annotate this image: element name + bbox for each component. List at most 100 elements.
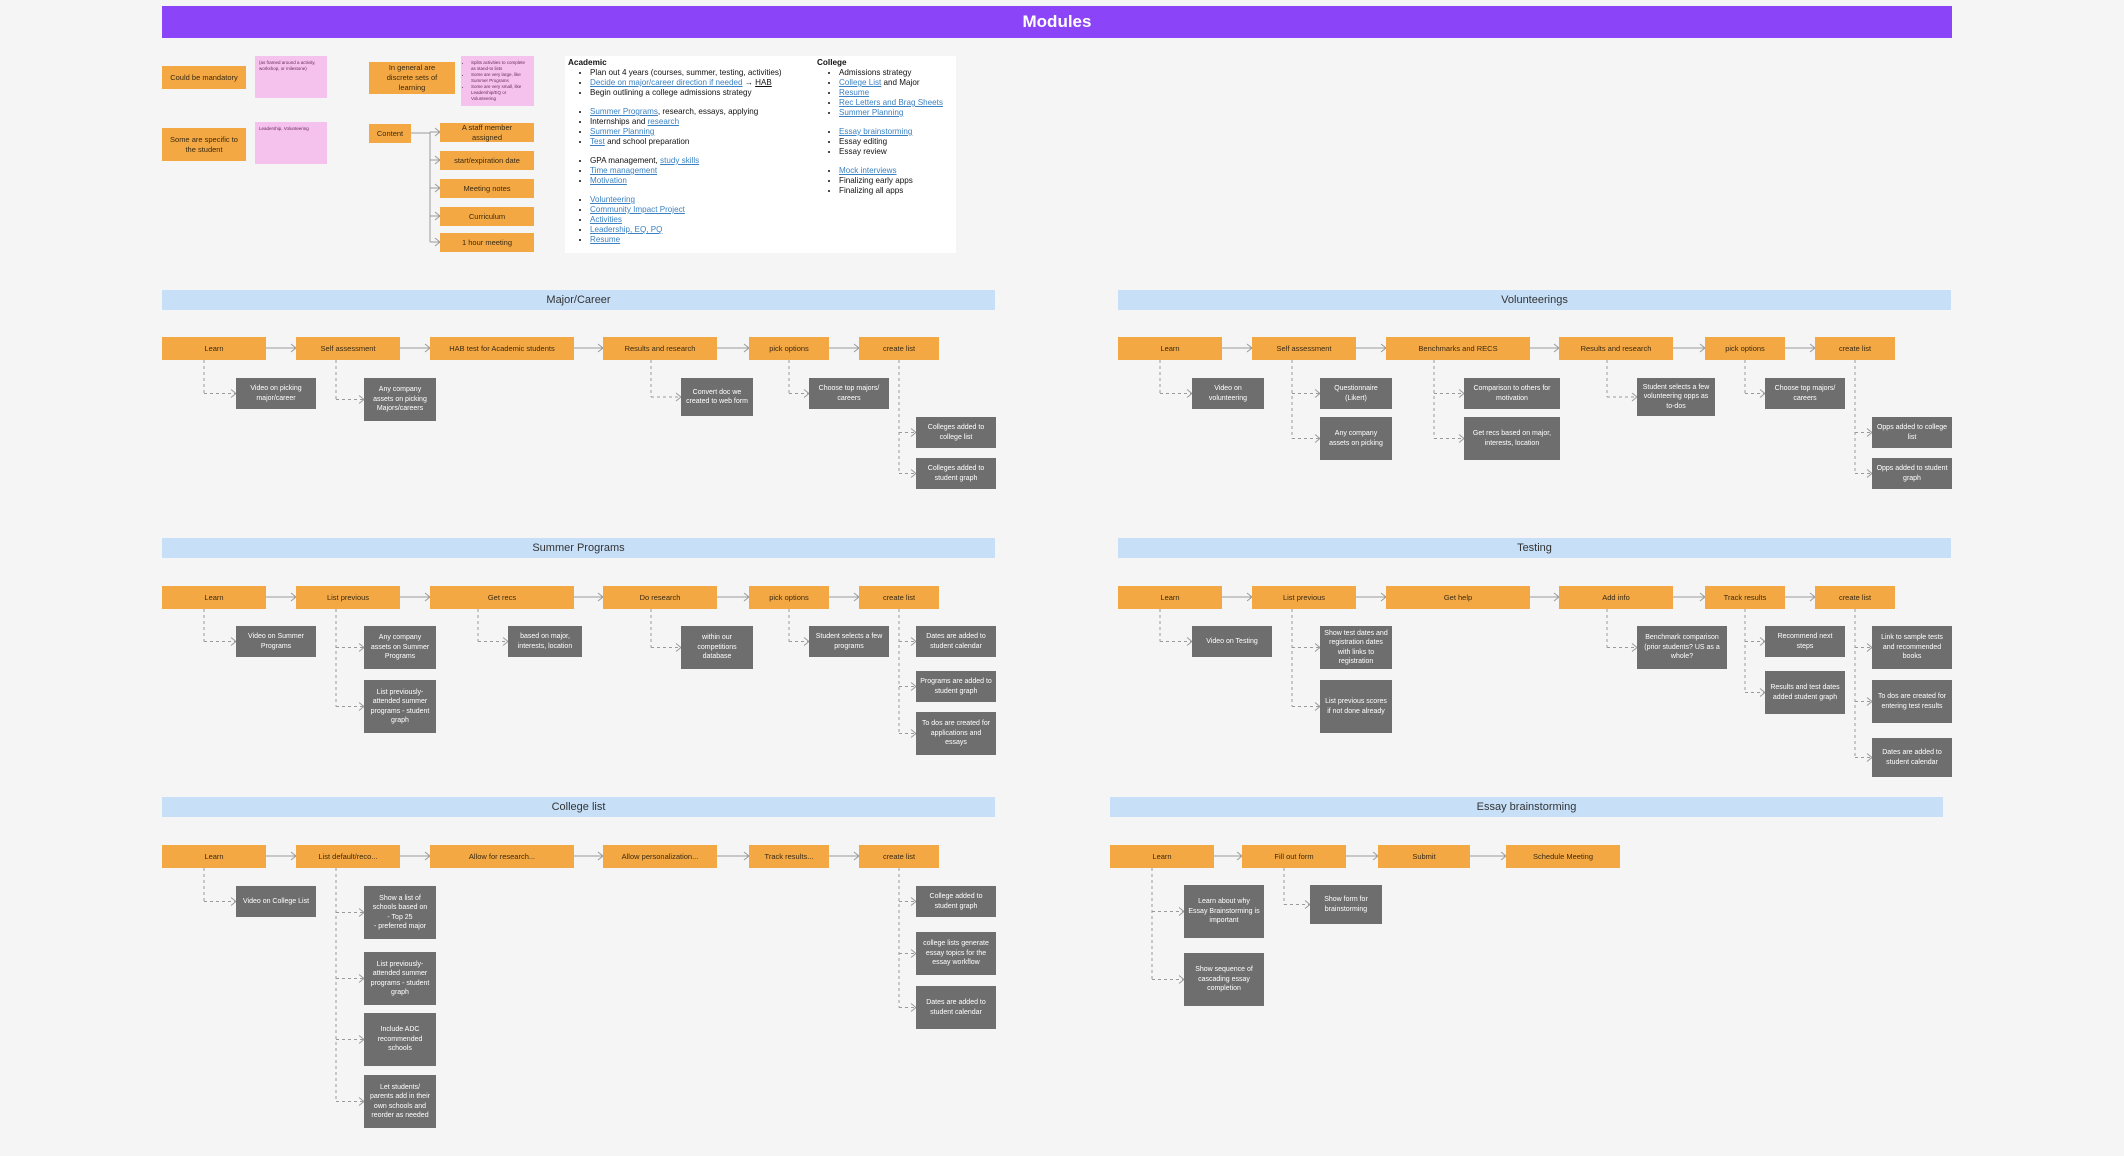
detail-node: within our competitions database — [681, 626, 753, 669]
detail-node: Video on picking major/career — [236, 378, 316, 409]
doc-item: Summer Programs, research, essays, apply… — [590, 107, 782, 117]
step-node: Learn — [162, 845, 266, 868]
doc-text: Finalizing all apps — [839, 186, 904, 195]
step-node: Learn — [162, 337, 266, 360]
doc-item: Plan out 4 years (courses, summer, testi… — [590, 68, 782, 78]
doc-item: Essay brainstorming — [839, 127, 943, 137]
step-node: Schedule Meeting — [1506, 845, 1620, 868]
page-title: Modules — [162, 6, 1952, 38]
detail-node: To dos are created for entering test res… — [1872, 680, 1952, 723]
doc-link[interactable]: College List — [839, 78, 882, 87]
doc-text: Plan out 4 years (courses, summer, testi… — [590, 68, 782, 77]
doc-link[interactable]: Leadership, EQ, PQ — [590, 225, 663, 234]
doc-link[interactable]: Rec Letters and Brag Sheets — [839, 98, 943, 107]
detail-node: Results and test dates added student gra… — [1765, 671, 1845, 714]
section-header: Major/Career — [162, 290, 995, 310]
detail-node: Choose top majors/ careers — [809, 378, 889, 409]
doc-link[interactable]: study skills — [660, 156, 700, 165]
detail-node: Let students/ parents add in their own s… — [364, 1075, 436, 1128]
step-node: pick options — [749, 337, 829, 360]
detail-node: Programs are added to student graph — [916, 671, 996, 702]
detail-node: Video on Summer Programs — [236, 626, 316, 657]
detail-node: List previously-attended summer programs… — [364, 952, 436, 1005]
doc-link[interactable]: Motivation — [590, 176, 627, 185]
doc-link[interactable]: Community Impact Project — [590, 205, 685, 214]
doc-link[interactable]: Test — [590, 137, 605, 146]
doc-link[interactable]: Decide on major/career direction if need… — [590, 78, 743, 87]
step-node: create list — [859, 586, 939, 609]
detail-node: Opps added to student graph — [1872, 458, 1952, 489]
detail-node: Choose top majors/ careers — [1765, 378, 1845, 409]
doc-text: Begin outlining a college admissions str… — [590, 88, 752, 97]
step-node: create list — [859, 337, 939, 360]
step-node: Allow for research... — [430, 845, 574, 868]
content-item: A staff member assigned — [440, 123, 534, 142]
doc-text: and Major — [881, 78, 920, 87]
doc-item: College List and Major — [839, 78, 943, 88]
detail-node: Show test dates and registration dates w… — [1320, 626, 1392, 669]
doc-item: Time management — [590, 166, 782, 176]
doc-item: Volunteering — [590, 195, 782, 205]
step-node: Benchmarks and RECS — [1386, 337, 1530, 360]
doc-link[interactable]: Time management — [590, 166, 658, 175]
doc-link[interactable]: Essay brainstorming — [839, 127, 913, 136]
step-node: Submit — [1378, 845, 1470, 868]
doc-link[interactable]: Volunteering — [590, 195, 636, 204]
detail-node: Any company assets on picking — [1320, 417, 1392, 460]
content-item: Curriculum — [440, 207, 534, 226]
step-node: Allow personalization... — [603, 845, 717, 868]
doc-item — [590, 186, 782, 195]
step-node: create list — [859, 845, 939, 868]
step-node: Results and research — [1559, 337, 1673, 360]
curriculum-document: Academic Plan out 4 years (courses, summ… — [565, 56, 956, 253]
detail-node: College added to student graph — [916, 886, 996, 917]
section-header: Testing — [1118, 538, 1951, 558]
doc-item — [839, 118, 943, 127]
detail-node: To dos are created for applications and … — [916, 712, 996, 755]
step-node: List previous — [296, 586, 400, 609]
step-node: Results and research — [603, 337, 717, 360]
detail-node: List previous scores if not done already — [1320, 680, 1392, 733]
detail-node: Show sequence of cascading essay complet… — [1184, 953, 1264, 1006]
section-header: Essay brainstorming — [1110, 797, 1943, 817]
sticky-note-sizes: Splits activities to complete as stand-t… — [461, 56, 534, 106]
detail-node: Show form for brainstorming — [1310, 885, 1382, 924]
doc-link[interactable]: Mock interviews — [839, 166, 897, 175]
doc-item: Decide on major/career direction if need… — [590, 78, 782, 88]
detail-node: Link to sample tests and recommended boo… — [1872, 626, 1952, 669]
doc-link[interactable]: research — [647, 117, 680, 126]
detail-node: Dates are added to student calendar — [916, 986, 996, 1029]
doc-link[interactable]: Activities — [590, 215, 622, 224]
sticky-note-examples: Leadership, Volunteering — [255, 122, 327, 164]
doc-link[interactable]: Resume — [839, 88, 870, 97]
detail-node: Any company assets on Summer Programs — [364, 626, 436, 669]
doc-item — [839, 157, 943, 166]
doc-text: Finalizing early apps — [839, 176, 913, 185]
doc-text: Essay editing — [839, 137, 888, 146]
content-item: 1 hour meeting — [440, 233, 534, 252]
content-item: start/expiration date — [440, 151, 534, 170]
academic-heading: Academic — [568, 58, 607, 67]
doc-link[interactable]: Summer Programs — [590, 107, 658, 116]
doc-text: and school preparation — [604, 137, 690, 146]
doc-text: Admissions strategy — [839, 68, 912, 77]
step-node: HAB test for Academic students — [430, 337, 574, 360]
doc-link[interactable]: Resume — [590, 235, 621, 244]
doc-item: Rec Letters and Brag Sheets — [839, 98, 943, 108]
doc-item: Admissions strategy — [839, 68, 943, 78]
doc-link[interactable]: Summer Planning — [590, 127, 655, 136]
detail-node: Student selects a few programs — [809, 626, 889, 657]
detail-node: Colleges added to college list — [916, 417, 996, 448]
section-header: Summer Programs — [162, 538, 995, 558]
detail-node: Comparison to others for motivation — [1464, 378, 1560, 409]
doc-link[interactable]: Summer Planning — [839, 108, 904, 117]
step-node: Do research — [603, 586, 717, 609]
step-node: Learn — [1118, 337, 1222, 360]
step-node: Get recs — [430, 586, 574, 609]
step-node: Learn — [1110, 845, 1214, 868]
detail-node: college lists generate essay topics for … — [916, 932, 996, 975]
detail-node: Dates are added to student calendar — [1872, 738, 1952, 777]
detail-node: based on major, interests, location — [508, 626, 582, 657]
step-node: List previous — [1252, 586, 1356, 609]
